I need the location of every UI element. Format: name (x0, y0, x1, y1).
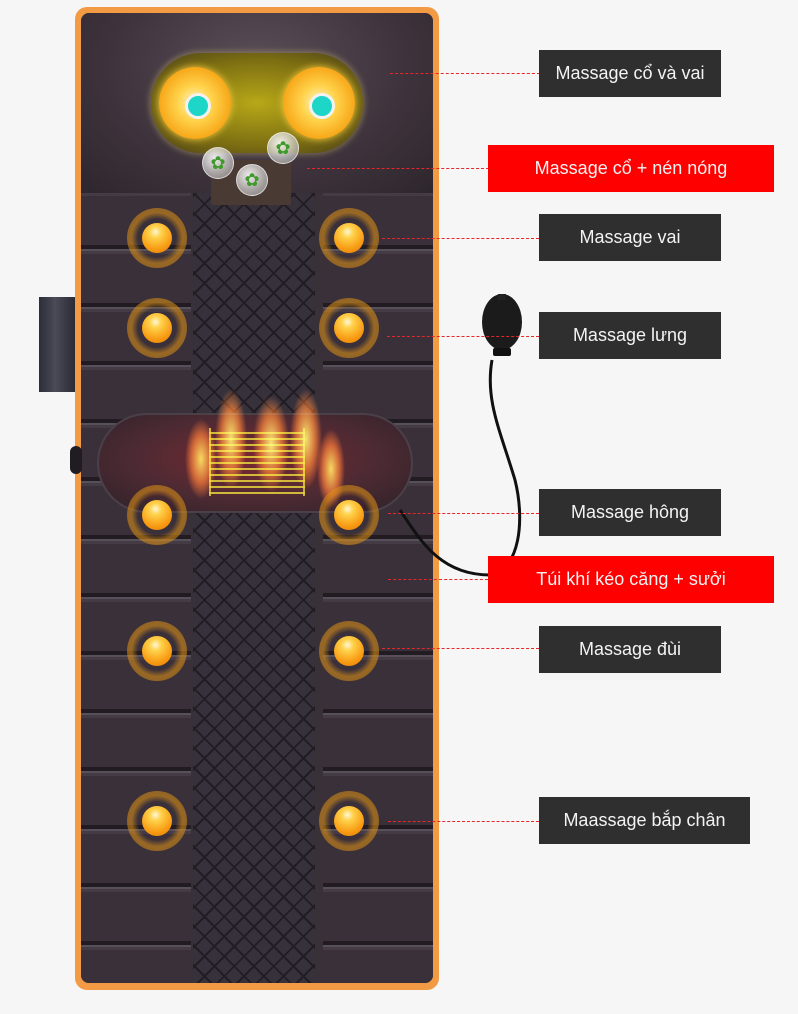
mat-quilted-spine (193, 193, 315, 983)
leader-line (382, 648, 539, 649)
hip-node-right-icon (319, 485, 379, 545)
neck-roller-right-icon (283, 67, 355, 139)
air-pump-bulb-icon (398, 294, 522, 577)
label-neck-shoulder-massage: Massage cổ và vai (539, 50, 721, 97)
herb-leaf-icon: ✿ (267, 132, 299, 164)
label-text: Massage hông (570, 502, 690, 522)
massage-mat: ✿ ✿ ✿ (81, 13, 433, 983)
shoulder-node-right-icon (319, 208, 379, 268)
leader-line (388, 513, 539, 514)
back-node-left-icon (127, 298, 187, 358)
leader-line (388, 579, 488, 580)
herb-leaf-icon: ✿ (202, 147, 234, 179)
label-text: Massage cổ và vai (555, 63, 705, 83)
shoulder-node-left-icon (127, 208, 187, 268)
label-neck-heat-massage: Massage cổ + nén nóng (488, 145, 774, 192)
leader-line (388, 821, 539, 822)
label-back-massage: Massage lưng (539, 312, 721, 359)
side-control-pocket (39, 297, 75, 392)
neck-roller-left-icon (159, 67, 231, 139)
label-shoulder-massage: Massage vai (539, 214, 721, 261)
label-thigh-massage: Massage đùi (539, 626, 721, 673)
label-text: Massage cổ + nén nóng (534, 158, 728, 178)
leader-line (382, 238, 539, 239)
back-node-right-icon (319, 298, 379, 358)
label-text: Massage vai (579, 227, 681, 247)
label-calf-massage: Maassage bắp chân (539, 797, 750, 844)
label-hip-massage: Massage hông (539, 489, 721, 536)
neck-pillow (81, 13, 433, 193)
thigh-node-right-icon (319, 621, 379, 681)
hip-node-left-icon (127, 485, 187, 545)
flame-icon (171, 369, 351, 519)
label-text: Massage lưng (572, 325, 688, 345)
thigh-node-left-icon (127, 621, 187, 681)
label-airbag-stretch-heat: Túi khí kéo căng + sưởi (488, 556, 774, 603)
label-text: Túi khí kéo căng + sưởi (536, 569, 726, 589)
calf-node-right-icon (319, 791, 379, 851)
label-text: Maassage bắp chân (563, 810, 726, 830)
leader-line (307, 168, 489, 169)
power-connector-icon (70, 446, 82, 474)
leader-line (390, 73, 540, 74)
herb-leaf-icon: ✿ (236, 164, 268, 196)
leader-line (387, 336, 539, 337)
neck-massage-pod (151, 53, 363, 153)
label-text: Massage đùi (578, 639, 682, 659)
calf-node-left-icon (127, 791, 187, 851)
